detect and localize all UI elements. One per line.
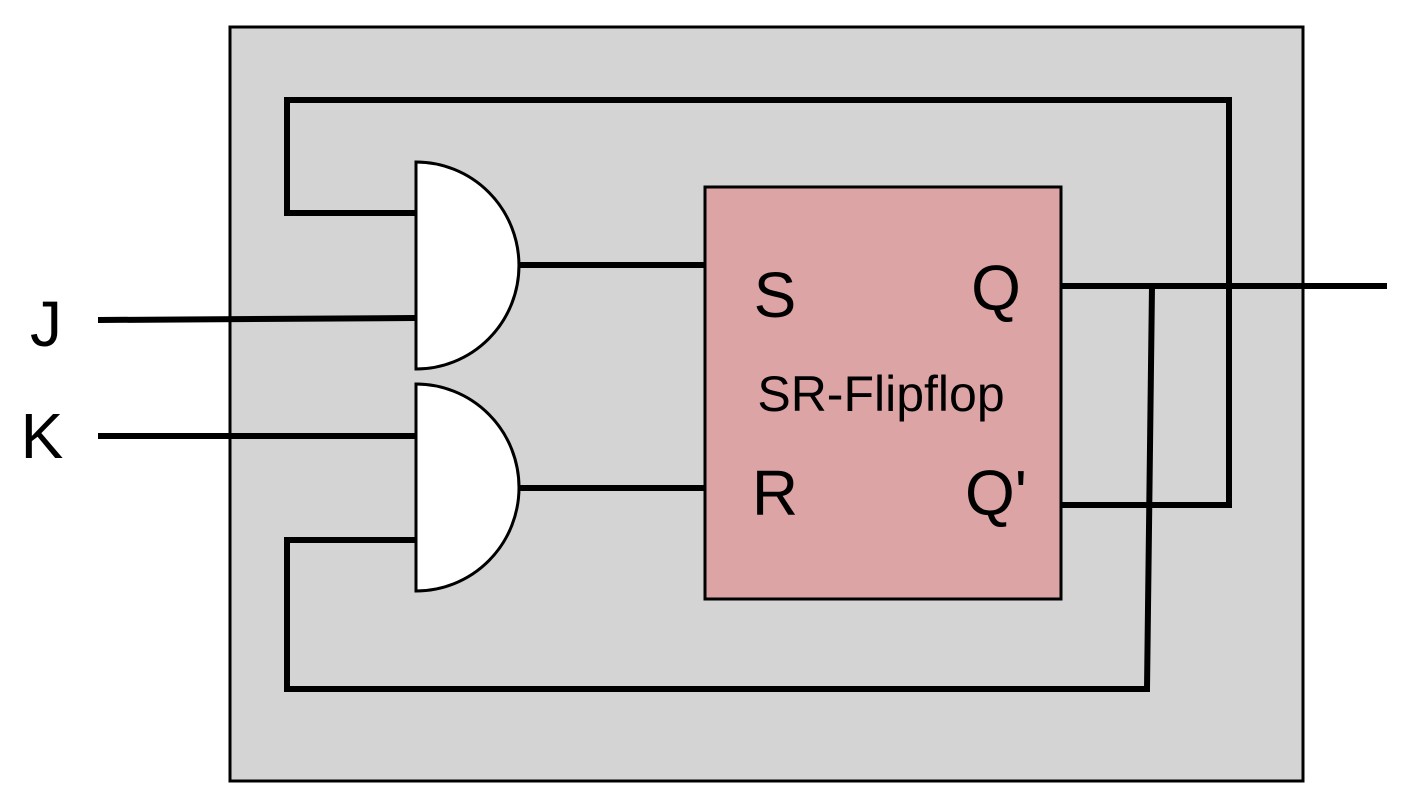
sr-flipflop-block [703,185,1063,601]
q-port-label: Q [971,252,1021,324]
r-port-label: R [752,457,798,529]
j-input-label: J [30,288,62,360]
k-input-label: K [21,400,64,472]
feedback-wire-q-to-lower-gate [284,285,1155,692]
flipflop-title: SR-Flipflop [757,366,1004,422]
feedback-wire-qbar-to-upper-gate [284,97,1232,508]
j-input-wire [97,315,416,323]
upper-and-gate [414,160,521,371]
s-port-label: S [754,259,797,331]
lower-and-gate [414,382,521,593]
qbar-port-label: Q' [965,457,1027,529]
